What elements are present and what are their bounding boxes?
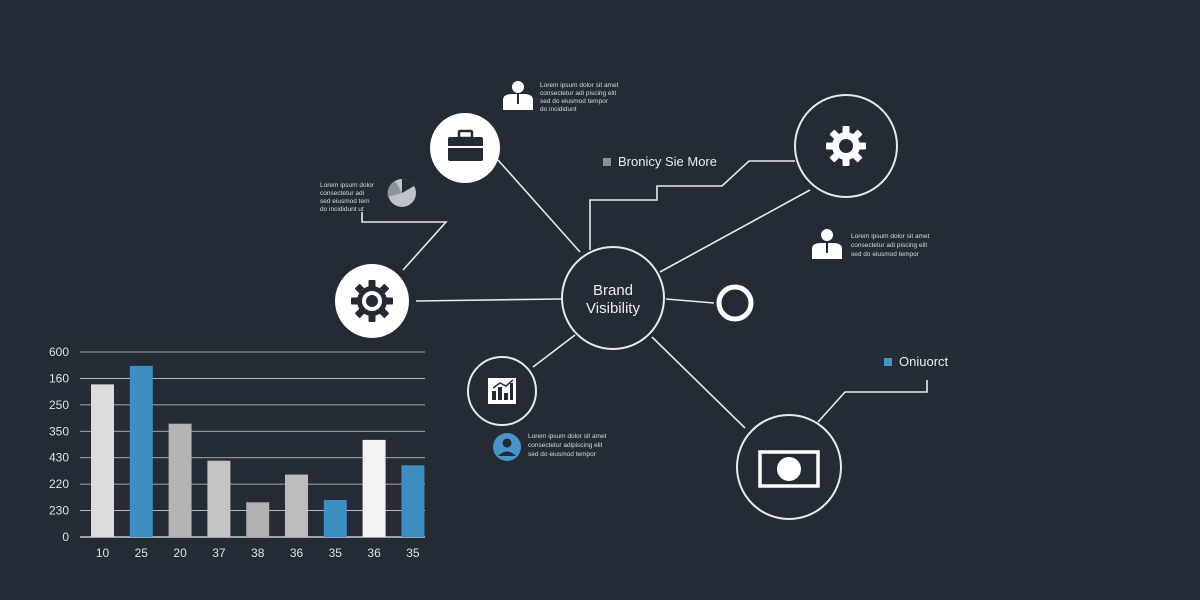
briefcase-icon — [448, 129, 483, 161]
connector-briefcase — [497, 159, 581, 253]
oniuorct-marker — [884, 358, 892, 366]
gear-icon — [826, 126, 866, 166]
user-circle-icon — [493, 433, 521, 461]
note-2-line-1: Lorem ipsum dolor — [320, 182, 375, 189]
y-tick-label: 600 — [49, 345, 69, 359]
oniuorct-label: Oniuorct — [899, 354, 949, 369]
note-3-line-3: sed do eiusmod tempor — [851, 251, 920, 258]
note-1-line-3: sed do eiusmod tempor — [540, 98, 609, 105]
x-tick-label: 36 — [290, 546, 304, 560]
center-node-line1: Brand — [593, 282, 633, 299]
y-tick-label: 160 — [49, 371, 69, 385]
connector-oniuorct — [817, 380, 928, 423]
banknote-icon — [758, 450, 820, 488]
connector-bronicy — [589, 160, 795, 250]
chart-icon — [488, 378, 516, 404]
ring-icon — [716, 284, 754, 322]
note-1-line-4: do incididunt — [540, 106, 577, 113]
bar — [285, 474, 308, 537]
x-tick-label: 36 — [367, 546, 381, 560]
y-tick-label: 220 — [49, 477, 69, 491]
center-node-line2: Visibility — [586, 300, 640, 317]
pie-chart-icon — [387, 179, 416, 207]
x-tick-label: 38 — [251, 546, 265, 560]
note-1-line-1: Lorem ipsum dolor sit amet — [540, 82, 619, 89]
y-tick-label: 350 — [49, 424, 69, 438]
bar — [401, 465, 425, 537]
connector-ring — [665, 298, 715, 304]
note-2-line-3: sed eiusmod tem — [320, 198, 370, 205]
chart-y-tick-labels: 600 160 250 350 430 220 230 0 — [49, 345, 69, 544]
bar — [323, 500, 347, 537]
note-4-line-2: consectetur adipiscing elit — [528, 442, 603, 449]
x-tick-label: 37 — [212, 546, 226, 560]
bronicy-label: Bronicy Sie More — [618, 154, 717, 169]
note-4-line-3: sed do eiusmod tempor — [528, 451, 597, 458]
x-tick-label: 10 — [96, 546, 110, 560]
y-tick-label: 0 — [62, 530, 69, 544]
connector-right-gear — [659, 189, 811, 273]
note-4-line-1: Lorem ipsum dolor sit amet — [528, 433, 607, 440]
y-tick-label: 230 — [49, 504, 69, 518]
note-2-line-4: do incididunt ut — [320, 206, 364, 213]
person-icon — [812, 229, 842, 259]
chart-x-tick-labels: 10 25 20 37 38 36 35 36 35 — [96, 546, 420, 560]
bar — [362, 439, 386, 537]
chart-bars — [91, 365, 425, 537]
x-tick-label: 35 — [406, 546, 420, 560]
bar — [129, 365, 153, 537]
y-tick-label: 250 — [49, 398, 69, 412]
person-icon — [503, 81, 533, 110]
connector-banknote — [651, 336, 746, 429]
bar — [91, 384, 114, 537]
connector-left-gear — [415, 298, 562, 302]
bar-chart: 600 160 250 350 430 220 230 0 10 25 20 37 38 36 35 36 3… — [49, 345, 425, 560]
bar — [246, 502, 270, 537]
center-node — [561, 246, 665, 350]
gear-icon — [351, 280, 393, 322]
bar — [168, 423, 192, 537]
note-3-line-1: Lorem ipsum dolor sit amet — [851, 233, 930, 240]
bronicy-marker — [603, 158, 611, 166]
note-2-line-2: consectetur adi — [320, 190, 364, 197]
note-3-line-2: consectetur adi piscing elit — [851, 242, 927, 249]
connector-pie-note — [361, 212, 448, 271]
connectors — [361, 159, 928, 429]
connector-chart — [532, 334, 576, 368]
y-tick-label: 430 — [49, 451, 69, 465]
x-tick-label: 20 — [173, 546, 187, 560]
bar — [207, 460, 231, 537]
x-tick-label: 35 — [329, 546, 343, 560]
x-tick-label: 25 — [135, 546, 149, 560]
note-1-line-2: consectetur adi piscing elit — [540, 90, 616, 97]
